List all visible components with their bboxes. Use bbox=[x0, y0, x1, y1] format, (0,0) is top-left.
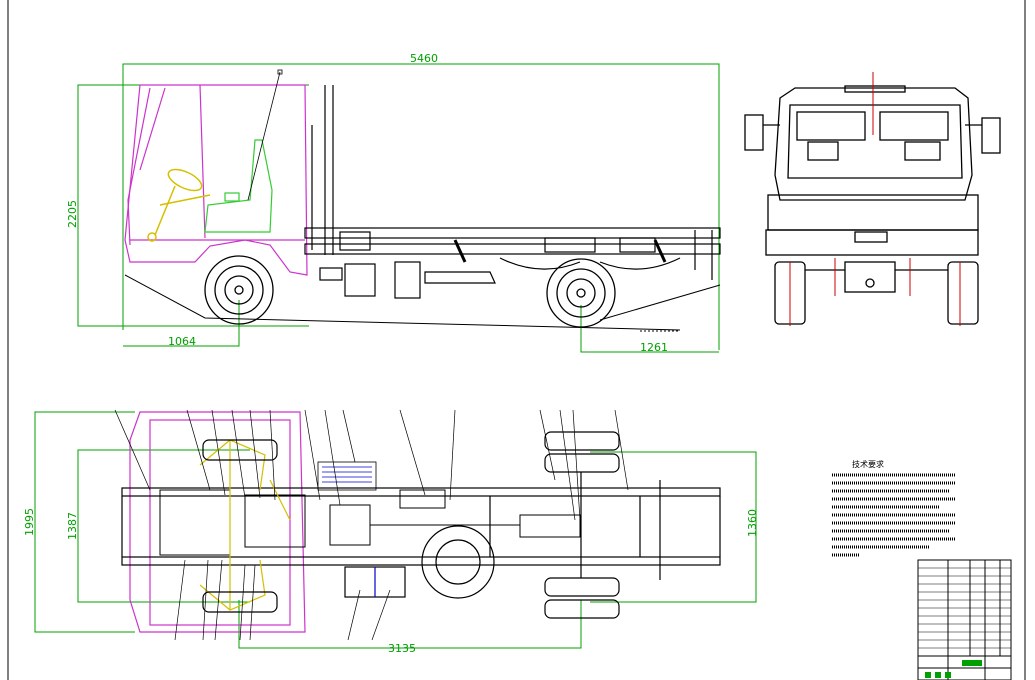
dim-front-overhang: 1064 bbox=[168, 335, 196, 348]
ground-line bbox=[124, 274, 721, 332]
top-view: 1995 1387 1360 3135 bbox=[23, 409, 759, 655]
front-view bbox=[744, 85, 1001, 325]
technical-requirements: 技术要求 bbox=[832, 459, 956, 557]
steering-column bbox=[147, 168, 211, 242]
chassis-frame-top bbox=[121, 480, 721, 580]
dim-front-track: 1387 bbox=[66, 512, 79, 540]
chassis-frame-side bbox=[304, 85, 721, 280]
title-block-rows bbox=[918, 567, 1011, 649]
front-wheel-side bbox=[204, 255, 274, 325]
spare-wheel bbox=[421, 525, 495, 599]
underbody-components bbox=[319, 239, 681, 299]
dim-rear-track: 1360 bbox=[746, 509, 759, 537]
engine-block bbox=[159, 489, 581, 556]
fuel-tank bbox=[344, 566, 406, 598]
dim-overall-height: 2205 bbox=[66, 200, 79, 228]
title-block-cells-green bbox=[925, 660, 982, 678]
side-view-leader bbox=[247, 69, 283, 201]
driver-seat bbox=[204, 139, 273, 233]
dim-overall-length: 5460 bbox=[410, 52, 438, 65]
front-wheels-top bbox=[202, 439, 278, 613]
front-view-centerlines bbox=[789, 72, 961, 326]
top-view-leaders bbox=[114, 409, 629, 641]
side-view-dimension-lines bbox=[77, 63, 720, 353]
battery-box bbox=[317, 461, 377, 491]
rear-wheels-top bbox=[544, 431, 620, 619]
dim-wheelbase: 3135 bbox=[388, 642, 416, 655]
dim-overall-width: 1995 bbox=[23, 508, 36, 536]
technical-requirements-lines bbox=[832, 473, 956, 557]
side-view: 5460 2205 1064 1261 bbox=[66, 52, 721, 354]
drawing-border bbox=[7, 0, 1026, 680]
cab-outline bbox=[124, 84, 308, 276]
front-axle-steering bbox=[199, 439, 291, 611]
rear-wheel-side bbox=[546, 258, 616, 328]
cab-top-outline bbox=[129, 411, 306, 633]
top-view-dimension-lines bbox=[34, 411, 757, 649]
technical-requirements-title: 技术要求 bbox=[852, 459, 884, 469]
dim-rear-overhang: 1261 bbox=[640, 341, 668, 354]
